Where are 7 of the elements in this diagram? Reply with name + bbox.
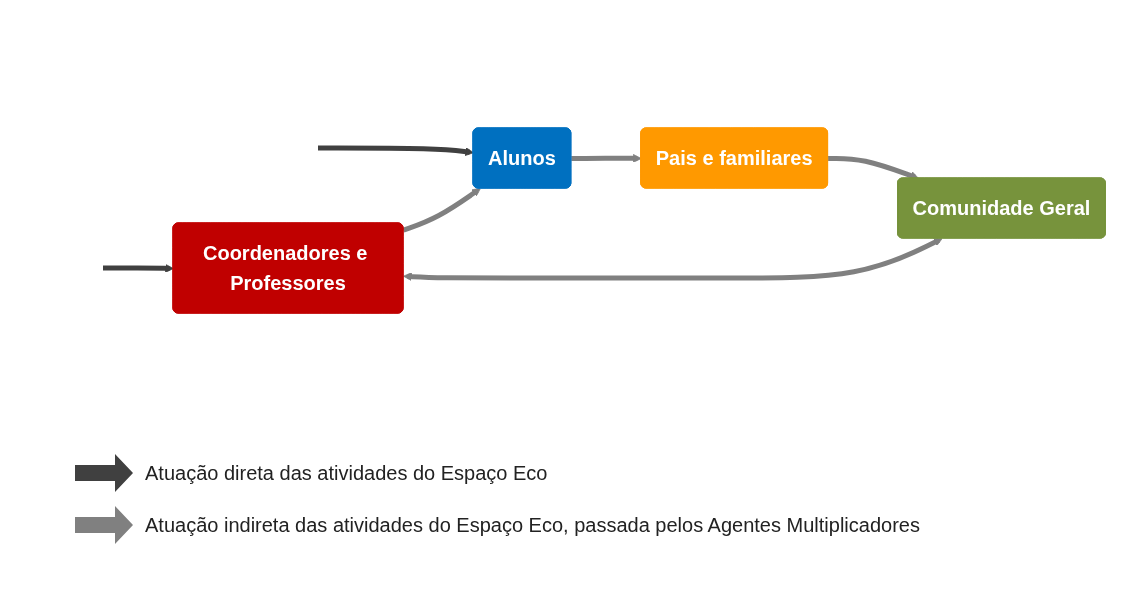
arrow bbox=[317, 145, 474, 156]
legend-text: Atuação indireta das atividades do Espaço Eco, passada pelos Agentes Multiplicadores bbox=[145, 513, 920, 537]
arrow bbox=[571, 153, 642, 163]
arrow bbox=[402, 187, 481, 233]
arrow bbox=[402, 237, 943, 281]
arrow bbox=[102, 263, 174, 273]
legend-text: Atuação direta das atividades do Espaço Eco bbox=[145, 461, 548, 485]
